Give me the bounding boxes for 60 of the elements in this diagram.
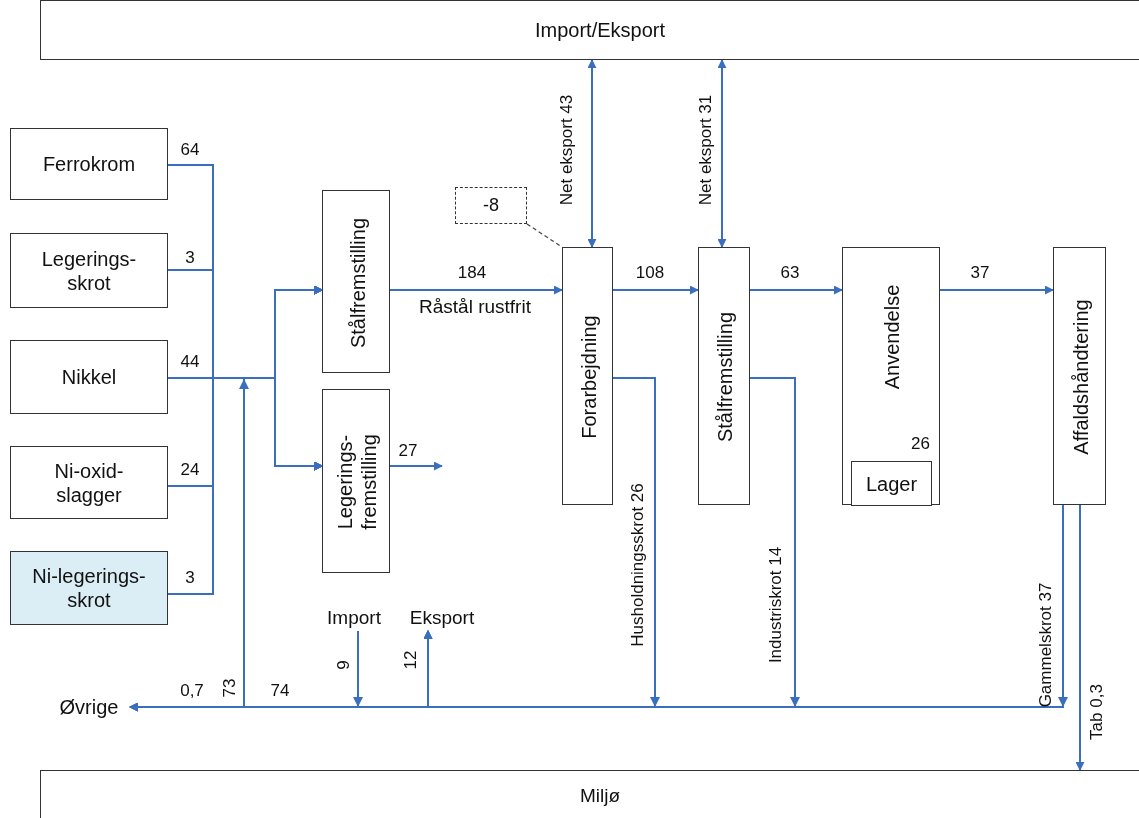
node-label: Anvendelse [880,283,904,392]
flow-label: 74 [270,681,290,701]
process-box [322,389,390,573]
arrow [1075,504,1085,771]
node-label: Stålfremstilling [345,216,369,350]
node-label: Ni-oxid- slagger [53,458,125,507]
edge-label: Tab 0,3 [1087,683,1107,741]
process-box [10,233,168,308]
node-label: Ni-legerings- skrot [31,564,147,612]
flow-label: Husholdningsskrot 26 [628,483,648,647]
node-label: Forarbejdning [576,314,601,441]
node-label: Stålfremstilling [713,311,737,445]
flow-label: 0,7 [180,681,204,701]
node-label: Affaldshåndtering [1068,298,1093,457]
process-box [10,128,168,200]
edge-label: Net eksport 31 [696,93,716,207]
flow-label: 73 [220,678,240,698]
flow-label: 3 [185,568,195,588]
arrow [587,59,597,248]
process-box [10,551,168,625]
band-box [40,0,1139,60]
flow-label: 64 [180,140,200,160]
arrow [612,285,699,295]
arrow [717,59,727,248]
node-label: Legerings- skrot [40,246,138,295]
process-box [10,340,168,414]
node-label: Nikkel [61,365,117,389]
flow-label: Råstål rustfrit [419,296,531,318]
flow-label: 44 [180,352,200,372]
edge-label: Net eksport 43 [557,93,577,207]
process-box [842,247,940,505]
node-label: Eksport [409,606,475,630]
node-label: Lager [865,471,918,496]
node-label: Øvrige [59,695,119,719]
arrow [939,285,1054,295]
node-label: Miljø [579,785,621,808]
process-box [698,247,750,505]
node-label: -8 [483,194,499,217]
flow-label: 24 [180,460,200,480]
arrow [749,285,843,295]
arrow [389,285,563,295]
node-label: Ferrokrom [42,152,136,176]
process-box [1053,247,1106,505]
flow-label: 3 [185,248,195,268]
process-box [322,190,390,373]
flow-label: Industriskrot 14 [766,546,786,664]
arrow [389,461,443,471]
band-box [40,770,1139,818]
callout-box [455,187,527,224]
process-box [10,446,168,519]
process-box [562,247,613,505]
process-box [851,461,932,506]
flow-label: 12 [401,650,421,670]
leader-line [526,223,563,248]
node-caption: 26 [911,435,930,454]
node-label: Legerings- fremstilling [333,433,381,532]
node-label: Import [327,606,381,630]
flow-label: Gammelskrot 37 [1036,582,1056,708]
flow-label: 9 [334,660,354,670]
node-label: Import/Eksport [534,18,665,42]
